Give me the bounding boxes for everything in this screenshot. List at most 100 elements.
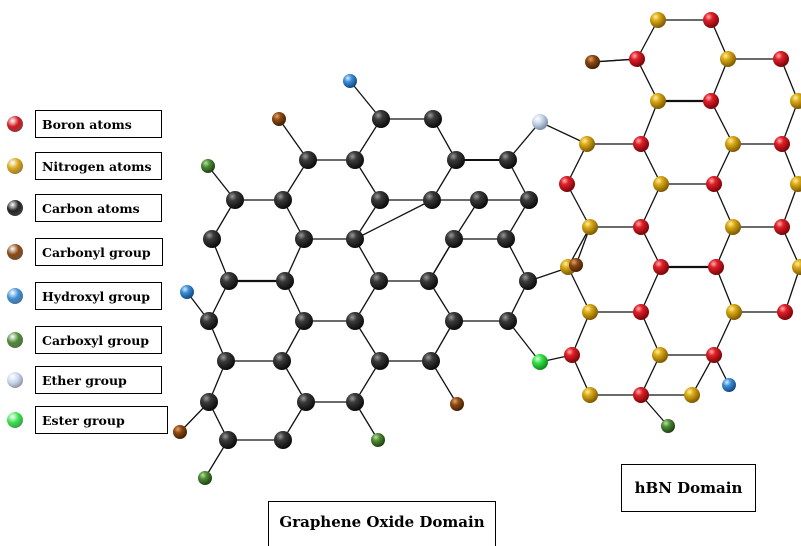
nitrogen-atom: [792, 259, 801, 275]
bond-lines: [179, 19, 801, 479]
carbon-atom: [371, 352, 389, 370]
hydroxyl-group-atom: [343, 74, 357, 88]
legend-swatch-icon: [7, 332, 23, 348]
legend-label: Carboxyl group: [35, 326, 162, 354]
boron-atom: [773, 51, 789, 67]
carbon-atom: [346, 230, 364, 248]
nitrogen-atom: [684, 387, 700, 403]
carbon-atom: [299, 151, 317, 169]
boron-atom: [629, 51, 645, 67]
boron-atom: [653, 259, 669, 275]
hydroxyl-group-atom: [180, 285, 194, 299]
boron-atom: [706, 176, 722, 192]
boron-atom: [706, 347, 722, 363]
carbon-atom: [273, 352, 291, 370]
legend-label: Ester group: [35, 406, 168, 434]
bond-line: [354, 199, 433, 240]
boron-atom: [633, 387, 649, 403]
legend-swatch-icon: [7, 372, 23, 388]
legend-item: Boron atoms: [0, 110, 175, 144]
carbon-atom: [295, 230, 313, 248]
legend-item: Carbon atoms: [0, 194, 175, 228]
carbon-atom: [346, 151, 364, 169]
bond-line: [715, 266, 735, 313]
legend-item: Ester group: [0, 406, 175, 440]
nitrogen-atom: [725, 136, 741, 152]
legend-item: Ether group: [0, 366, 175, 400]
carbon-atom: [217, 352, 235, 370]
atoms: [173, 12, 801, 485]
legend-label: Hydroxyl group: [35, 282, 162, 310]
carbonyl-group-atom: [272, 112, 286, 126]
boron-atom: [633, 304, 649, 320]
legend-item: Nitrogen atoms: [0, 152, 175, 186]
legend-label: Boron atoms: [35, 110, 162, 138]
carbon-atom: [274, 431, 292, 449]
nitrogen-atom: [652, 347, 668, 363]
nitrogen-atom: [726, 304, 742, 320]
hbn-domain-label: hBN Domain: [621, 464, 756, 512]
legend-swatch-icon: [7, 116, 23, 132]
legend-label: Nitrogen atoms: [35, 152, 162, 180]
nitrogen-atom: [650, 12, 666, 28]
boron-atom: [559, 176, 575, 192]
carbonyl-group-atom: [173, 425, 187, 439]
legend-item: Carbonyl group: [0, 238, 175, 272]
carbon-atom: [445, 312, 463, 330]
carbonyl-group-atom: [586, 55, 600, 69]
carbon-atom: [200, 393, 218, 411]
bond-line: [566, 183, 591, 228]
carbon-atom: [422, 352, 440, 370]
legend-swatch-icon: [7, 158, 23, 174]
carbon-atom: [346, 312, 364, 330]
legend-label: Carbonyl group: [35, 238, 163, 266]
legend-item: Hydroxyl group: [0, 282, 175, 316]
carbon-atom: [274, 191, 292, 209]
carbon-atom: [424, 110, 442, 128]
boron-atom: [777, 304, 793, 320]
carboxyl-group-atom: [198, 471, 212, 485]
carbon-atom: [220, 272, 238, 290]
carbon-atom: [276, 272, 294, 290]
boron-atom: [708, 259, 724, 275]
carbon-atom: [200, 312, 218, 330]
carbon-atom: [470, 191, 488, 209]
carbon-atom: [370, 272, 388, 290]
boron-atom: [703, 93, 719, 109]
carbon-atom: [203, 230, 221, 248]
nitrogen-atom: [650, 93, 666, 109]
carbon-atom: [499, 151, 517, 169]
boron-atom: [774, 219, 790, 235]
legend-label: Carbon atoms: [35, 194, 162, 222]
legend-swatch-icon: [7, 244, 23, 260]
carboxyl-group-atom: [201, 159, 215, 173]
carbon-atom: [423, 191, 441, 209]
boron-atom: [633, 219, 649, 235]
ether-group-atom: [532, 114, 548, 130]
legend-label: Ether group: [35, 366, 162, 394]
carbon-atom: [497, 230, 515, 248]
nitrogen-atom: [582, 219, 598, 235]
carbon-atom: [295, 312, 313, 330]
nitrogen-atom: [725, 219, 741, 235]
carbon-atom: [420, 272, 438, 290]
legend-swatch-icon: [7, 412, 23, 428]
nitrogen-atom: [790, 176, 801, 192]
carbon-atom: [371, 191, 389, 209]
carbon-atom: [219, 431, 237, 449]
carboxyl-group-atom: [371, 433, 385, 447]
nitrogen-atom: [653, 176, 669, 192]
carbon-atom: [447, 151, 465, 169]
boron-atom: [703, 12, 719, 28]
legend-swatch-icon: [7, 288, 23, 304]
carboxyl-group-atom: [661, 419, 675, 433]
carbon-atom: [297, 393, 315, 411]
carbon-atom: [499, 312, 517, 330]
nitrogen-atom: [582, 304, 598, 320]
legend-item: Carboxyl group: [0, 326, 175, 360]
bond-line: [710, 100, 734, 145]
bond-line: [539, 121, 588, 145]
boron-atom: [633, 136, 649, 152]
nitrogen-atom: [720, 51, 736, 67]
